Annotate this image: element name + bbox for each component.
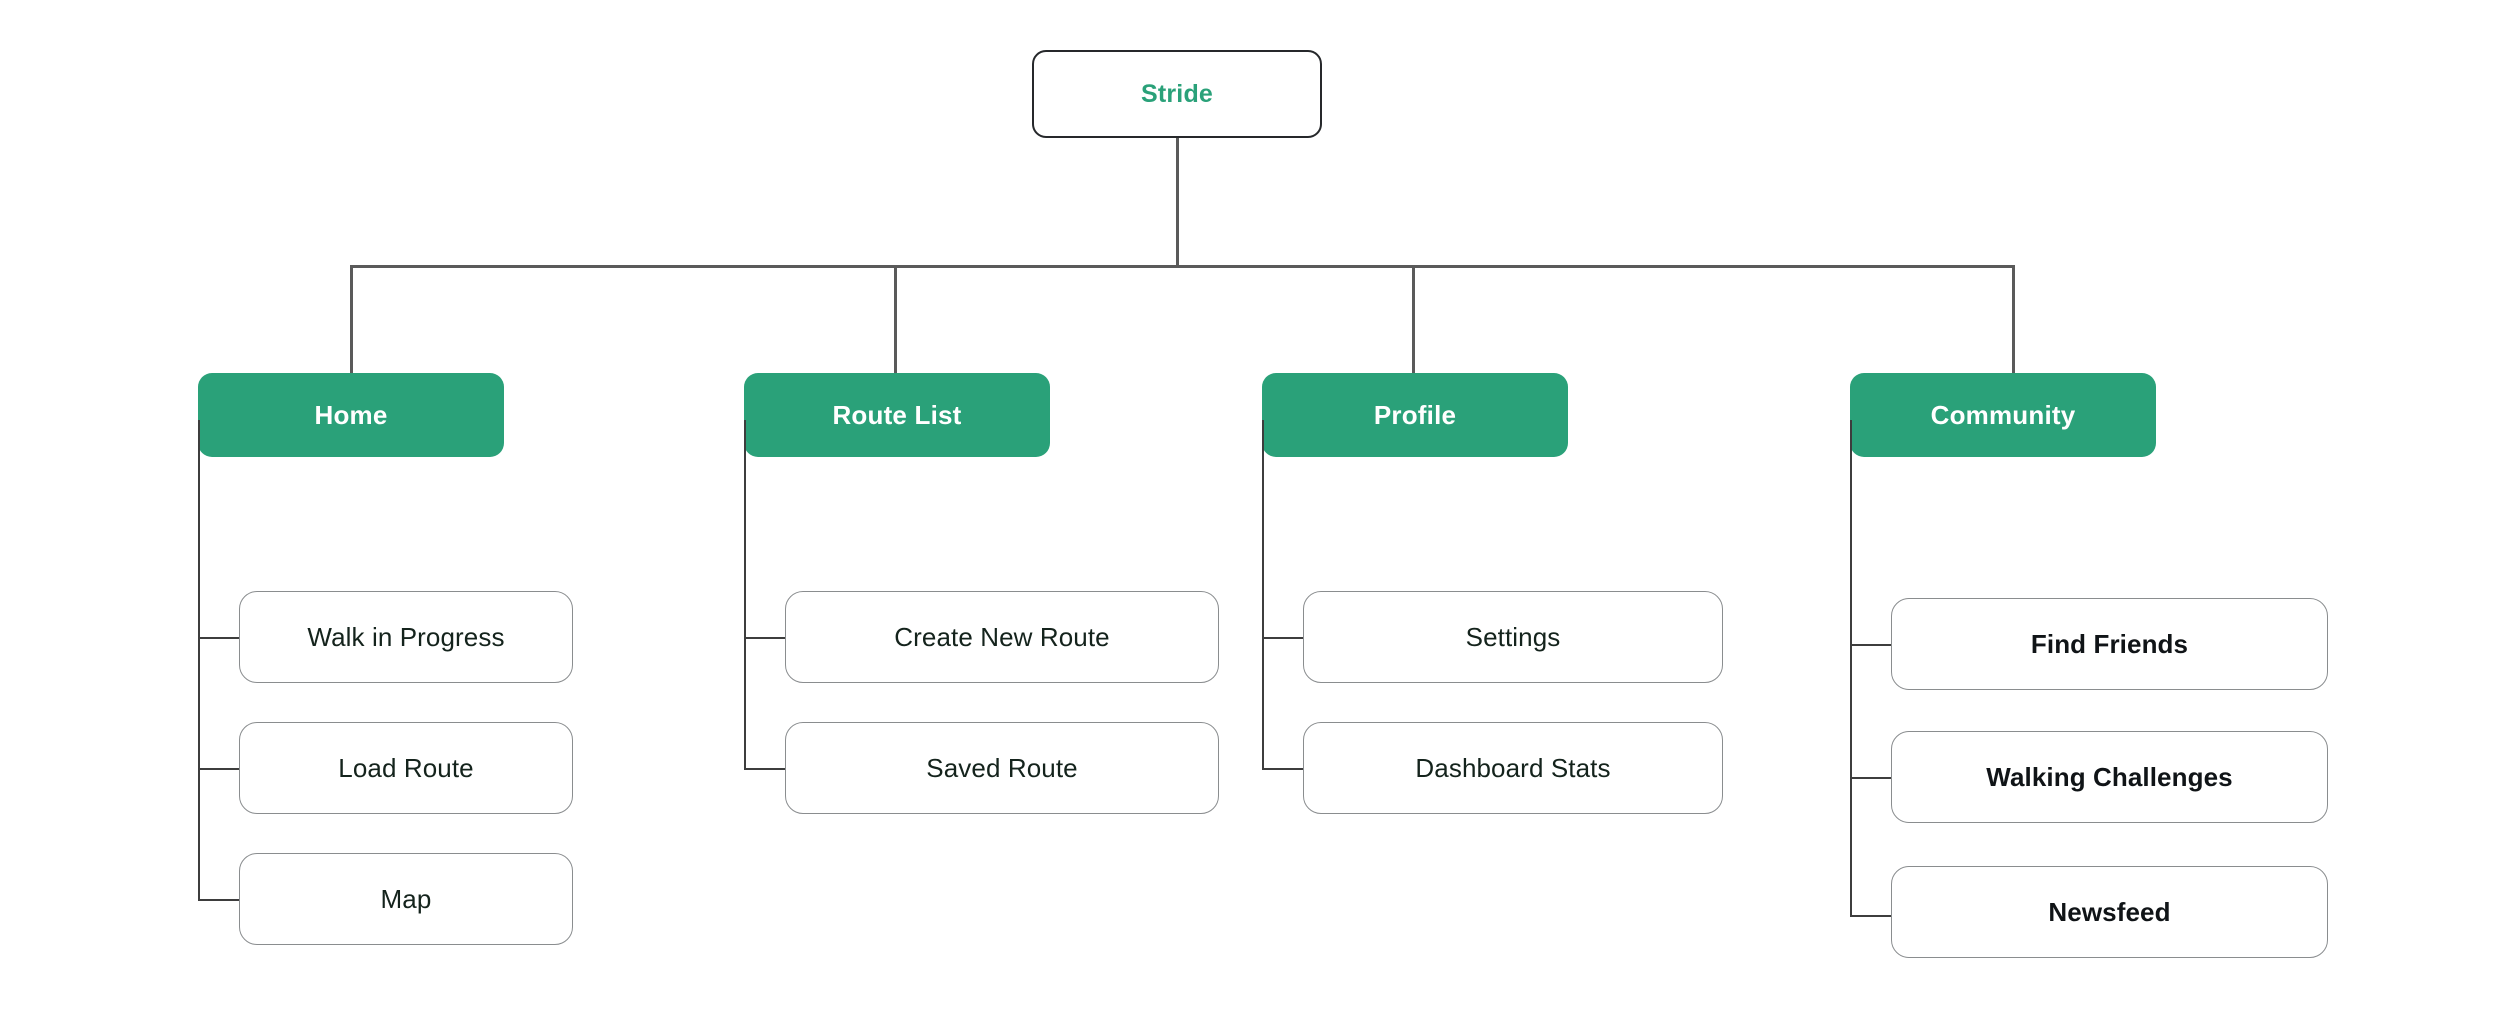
leaf-node-label: Saved Route <box>926 752 1078 783</box>
connector-root-stem <box>1176 138 1179 267</box>
leaf-node-label: Dashboard Stats <box>1415 752 1611 783</box>
section-node-community[interactable]: Community <box>1850 373 2156 457</box>
connector-stub-walking-challenges <box>1850 777 1892 779</box>
leaf-node-label: Settings <box>1465 621 1561 652</box>
connector-stub-dashboard-stats <box>1262 768 1304 770</box>
section-node-home[interactable]: Home <box>198 373 504 457</box>
leaf-node-label: Walk in Progress <box>307 621 505 652</box>
leaf-node-label: Load Route <box>338 752 474 783</box>
connector-stub-load-route <box>198 768 240 770</box>
leaf-node-find-friends[interactable]: Find Friends <box>1891 598 2328 690</box>
leaf-node-create-new-route[interactable]: Create New Route <box>785 591 1219 683</box>
section-node-route-list[interactable]: Route List <box>744 373 1050 457</box>
connector-stub-map <box>198 899 240 901</box>
leaf-node-label: Create New Route <box>894 621 1110 652</box>
connector-trunk-profile <box>1262 420 1264 770</box>
leaf-node-saved-route[interactable]: Saved Route <box>785 722 1219 814</box>
section-node-label: Profile <box>1373 399 1457 430</box>
leaf-node-label: Walking Challenges <box>1986 761 2233 792</box>
connector-distribution-bar <box>350 265 2015 268</box>
connector-drop-home <box>350 265 353 375</box>
section-node-label: Route List <box>832 399 962 430</box>
connector-trunk-route-list <box>744 420 746 770</box>
section-node-profile[interactable]: Profile <box>1262 373 1568 457</box>
connector-stub-newsfeed <box>1850 915 1892 917</box>
connector-stub-walk-in-progress <box>198 637 240 639</box>
leaf-node-dashboard-stats[interactable]: Dashboard Stats <box>1303 722 1723 814</box>
connector-stub-find-friends <box>1850 644 1892 646</box>
leaf-node-load-route[interactable]: Load Route <box>239 722 573 814</box>
leaf-node-label: Newsfeed <box>2048 896 2171 927</box>
connector-trunk-home <box>198 420 200 900</box>
connector-drop-profile <box>1412 265 1415 375</box>
connector-drop-route-list <box>894 265 897 375</box>
leaf-node-walk-in-progress[interactable]: Walk in Progress <box>239 591 573 683</box>
section-node-label: Home <box>314 399 388 430</box>
root-node-label: Stride <box>1140 79 1214 108</box>
leaf-node-newsfeed[interactable]: Newsfeed <box>1891 866 2328 958</box>
leaf-node-settings[interactable]: Settings <box>1303 591 1723 683</box>
leaf-node-map[interactable]: Map <box>239 853 573 945</box>
connector-trunk-community <box>1850 420 1852 917</box>
leaf-node-label: Find Friends <box>2030 628 2189 659</box>
leaf-node-label: Map <box>380 883 432 914</box>
connector-drop-community <box>2012 265 2015 375</box>
leaf-node-walking-challenges[interactable]: Walking Challenges <box>1891 731 2328 823</box>
connector-stub-settings <box>1262 637 1304 639</box>
section-node-label: Community <box>1930 399 2076 430</box>
connector-stub-create-new-route <box>744 637 786 639</box>
root-node-stride[interactable]: Stride <box>1032 50 1322 138</box>
connector-stub-saved-route <box>744 768 786 770</box>
